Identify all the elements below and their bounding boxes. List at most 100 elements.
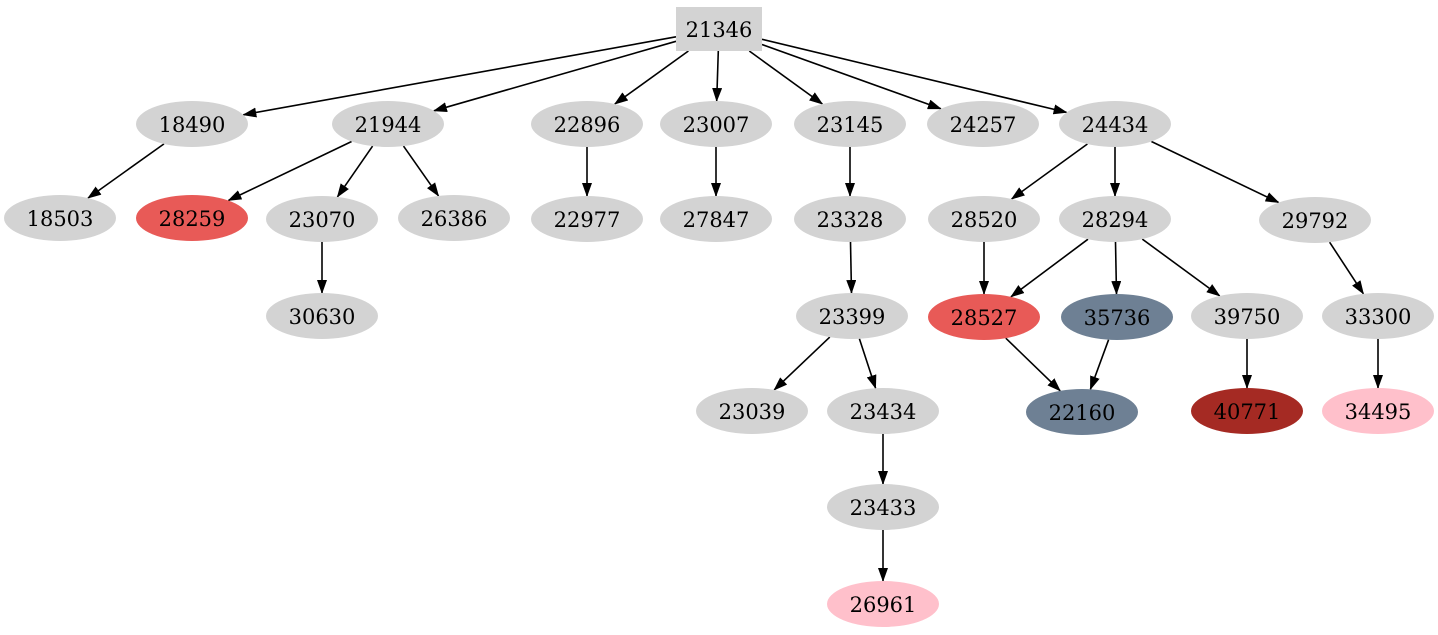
graph-node-28259: 28259 — [136, 195, 248, 241]
graph-node-22160: 22160 — [1026, 389, 1138, 435]
graph-node-22896: 22896 — [531, 101, 643, 147]
node-label: 26961 — [850, 593, 917, 617]
node-label: 29792 — [1282, 209, 1349, 233]
node-label: 28294 — [1082, 208, 1149, 232]
graph-edge-23399-to-23039 — [773, 336, 831, 391]
graph-node-40771: 40771 — [1191, 388, 1303, 434]
graph-node-21346: 21346 — [676, 7, 762, 51]
node-ellipse — [136, 101, 248, 147]
graph-node-18503: 18503 — [4, 195, 116, 241]
node-ellipse — [266, 293, 378, 339]
node-label: 18490 — [159, 113, 226, 137]
node-ellipse — [1259, 197, 1371, 243]
node-label: 23399 — [819, 305, 886, 329]
node-ellipse — [796, 293, 908, 339]
graph-node-21944: 21944 — [332, 101, 444, 147]
graph-node-24434: 24434 — [1059, 101, 1171, 147]
root-node-box — [676, 7, 762, 51]
node-label: 23039 — [719, 400, 786, 424]
node-ellipse — [1059, 196, 1171, 242]
node-label: 24434 — [1082, 113, 1149, 137]
node-label: 22896 — [554, 113, 621, 137]
node-ellipse — [827, 484, 939, 530]
node-label: 23145 — [817, 113, 884, 137]
graph-node-22977: 22977 — [531, 196, 643, 242]
graph-edge-21346-to-24434 — [761, 38, 1068, 115]
graph-node-23070: 23070 — [266, 196, 378, 242]
node-label: 23433 — [850, 496, 917, 520]
graph-edge-21346-to-21944 — [432, 40, 677, 113]
node-ellipse — [1322, 388, 1434, 434]
graph-edge-28527-to-22160 — [1005, 337, 1061, 392]
node-ellipse — [1061, 294, 1173, 340]
graph-node-23434: 23434 — [827, 388, 939, 434]
graph-edge-28294-to-39750 — [1141, 238, 1221, 297]
node-ellipse — [827, 581, 939, 627]
graph-edge-18490-to-18503 — [87, 143, 165, 199]
node-ellipse — [927, 101, 1039, 147]
graph-node-27847: 27847 — [660, 196, 772, 242]
node-label: 33300 — [1345, 305, 1412, 329]
node-label: 28527 — [951, 306, 1018, 330]
node-ellipse — [794, 196, 906, 242]
node-ellipse — [660, 101, 772, 147]
node-ellipse — [332, 101, 444, 147]
graph-node-29792: 29792 — [1259, 197, 1371, 243]
node-label: 22160 — [1049, 401, 1116, 425]
graph-edge-24434-to-29792 — [1151, 140, 1280, 204]
graph-edge-28294-to-35736 — [1111, 241, 1122, 295]
graph-edge-21944-to-26386 — [402, 145, 440, 197]
graph-node-23328: 23328 — [794, 196, 906, 242]
graph-node-23039: 23039 — [696, 388, 808, 434]
graph-node-28520: 28520 — [928, 196, 1040, 242]
node-label: 28520 — [951, 208, 1018, 232]
graph-node-34495: 34495 — [1322, 388, 1434, 434]
graph-edge-23399-to-23434 — [858, 338, 877, 390]
graph-node-23433: 23433 — [827, 484, 939, 530]
graph-edge-24434-to-28520 — [1010, 143, 1088, 200]
node-label: 21944 — [355, 113, 422, 137]
node-label: 21346 — [686, 18, 753, 42]
node-ellipse — [660, 196, 772, 242]
node-ellipse — [928, 196, 1040, 242]
node-ellipse — [928, 294, 1040, 340]
graph-node-28294: 28294 — [1059, 196, 1171, 242]
node-label: 23434 — [850, 400, 917, 424]
node-ellipse — [1191, 293, 1303, 339]
graph-edge-21346-to-18490 — [242, 36, 677, 118]
graph-edge-28294-to-28527 — [1010, 238, 1089, 298]
graph-edge-21346-to-22896 — [613, 50, 689, 105]
node-ellipse — [398, 195, 510, 241]
node-ellipse — [794, 101, 906, 147]
graph-edge-21944-to-28259 — [227, 140, 352, 202]
node-label: 18503 — [27, 207, 94, 231]
node-label: 22977 — [554, 208, 621, 232]
graph-node-39750: 39750 — [1191, 293, 1303, 339]
node-ellipse — [1026, 389, 1138, 435]
node-ellipse — [266, 196, 378, 242]
graph-edge-21944-to-23070 — [336, 145, 374, 198]
node-ellipse — [827, 388, 939, 434]
node-ellipse — [4, 195, 116, 241]
node-label: 34495 — [1345, 400, 1412, 424]
graph-edge-21346-to-23007 — [712, 50, 723, 102]
node-label: 35736 — [1084, 306, 1151, 330]
node-label: 30630 — [289, 305, 356, 329]
graph-node-23399: 23399 — [796, 293, 908, 339]
node-label: 24257 — [950, 113, 1017, 137]
graph-edge-23328-to-23399 — [846, 241, 857, 294]
graph-edge-29792-to-33300 — [1328, 241, 1365, 295]
node-label: 28259 — [159, 207, 226, 231]
graph-node-33300: 33300 — [1322, 293, 1434, 339]
graph-node-28527: 28527 — [928, 294, 1040, 340]
graph-node-35736: 35736 — [1061, 294, 1173, 340]
graph-node-26961: 26961 — [827, 581, 939, 627]
graph-node-23007: 23007 — [660, 101, 772, 147]
node-label: 23070 — [289, 208, 356, 232]
node-label: 23007 — [683, 113, 750, 137]
graph-node-24257: 24257 — [927, 101, 1039, 147]
node-ellipse — [136, 195, 248, 241]
node-ellipse — [1191, 388, 1303, 434]
node-ellipse — [1059, 101, 1171, 147]
